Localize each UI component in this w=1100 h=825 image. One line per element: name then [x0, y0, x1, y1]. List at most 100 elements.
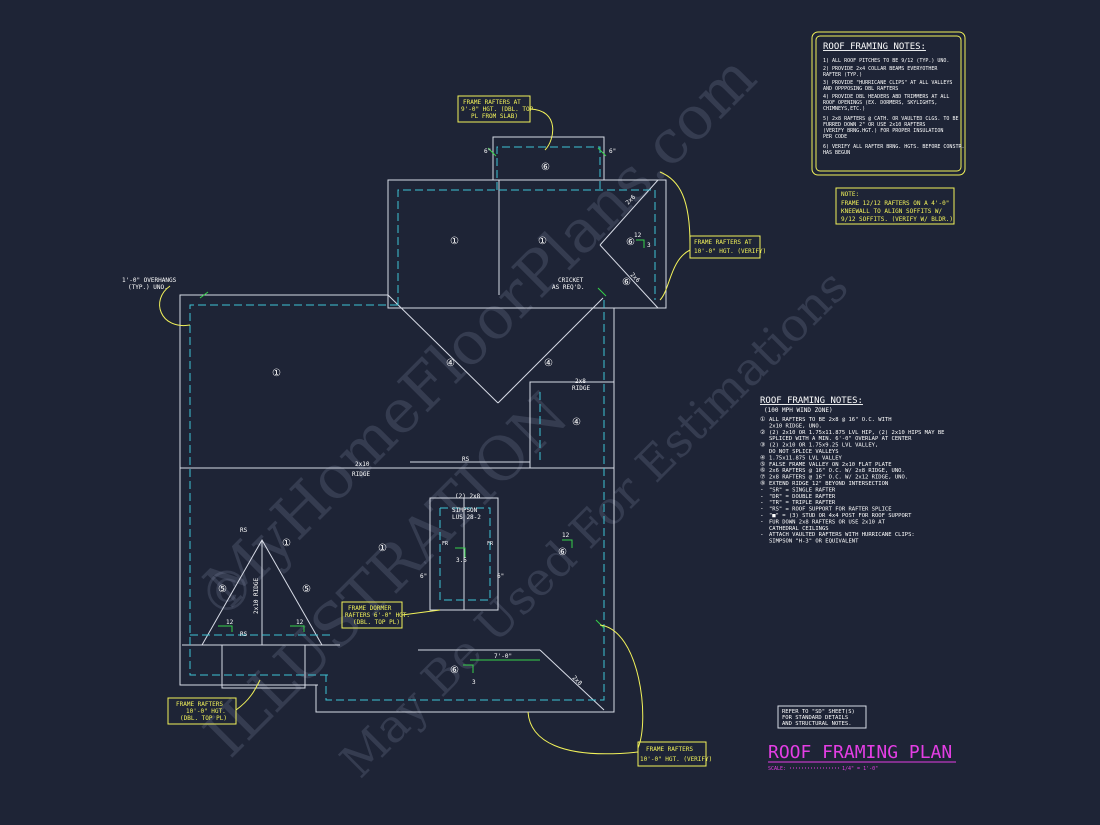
dim-tick-a [487, 147, 497, 157]
callout-left-bottom: FRAME RAFTERS 10'-0" HGT. (DBL. TOP PL) [167, 679, 261, 725]
notes-item: 5) 2x8 RAFTERS @ CATH. OR VAULTED CLGS. … [823, 116, 958, 122]
callout-br-leader-2 [599, 624, 644, 749]
notes-item: 1) ALL ROOF PITCHES TO BE 9/12 (TYP.) UN… [823, 58, 949, 64]
drawing-title: ROOF FRAMING PLAN SCALE: 1/4" = 1'-0" [768, 742, 956, 772]
refer-box-frame [777, 705, 867, 729]
callout-right-line-2: 10'-0" HGT. (VERIFY) [694, 248, 766, 255]
watermark: MyHomeFloorPlans.com ILLUSTRATION May Be… [191, 42, 858, 788]
legend-item-key: ⑤ [760, 461, 765, 468]
callout-top-line-3: PL FROM SLAB) [471, 113, 518, 120]
legend-item-text: (2) 2x10 OR 1.75x11.875 LVL HIP, (2) 2x1… [769, 430, 945, 436]
notes-item: CHIMNEYS,ETC.) [823, 106, 865, 112]
callout-top: FRAME RAFTERS AT 9'-0" HGT. (DBL. TOP PL… [457, 95, 554, 151]
pitch-3-a: 3 [647, 242, 651, 249]
legend-item-text: DO NOT SPLICE VALLEYS [769, 449, 839, 455]
dim-tick-b [597, 147, 607, 157]
legend-item-text: 2x10 RIDGE, UNO. [769, 423, 822, 429]
refer-line-2: FOR STANDARD DETAILS [782, 715, 848, 721]
callout-dormer-line-3: (DBL. TOP PL) [353, 619, 400, 626]
callout-dormer-line-1: FRAME DORMER [348, 605, 392, 612]
tag-4-b: ④ [544, 358, 553, 369]
legend-item-text: (2) 2x10 OR 1.75x9.25 LVL VALLEY, [769, 443, 878, 449]
ridge-2x10-size: 2x10 [355, 461, 370, 468]
pitch-12-d: 12 [562, 532, 570, 539]
legend-item-key: - [760, 486, 764, 493]
gable-ridge-label: 2x10 RIDGE [253, 577, 260, 614]
note-line-1: FRAME 12/12 RAFTERS ON A 4'-0" [841, 200, 949, 207]
callout-lb-line-2: 10'-0" HGT. [186, 708, 226, 715]
notes-item: 6) VERIFY ALL RAFTER BRNG. HGTS. BEFORE … [823, 144, 964, 150]
rs-label-b: RS [240, 527, 248, 534]
pitch-mark-2 [455, 547, 466, 558]
title-text: ROOF FRAMING PLAN [768, 742, 952, 763]
dashed-right [325, 300, 605, 701]
notes-item: HAS BEGUN [823, 150, 850, 156]
pitch-35: 3.5 [456, 557, 467, 564]
notes-item: ROOF OPENINGS (EX. DORMERS, SKYLIGHTS, [823, 100, 937, 106]
legend-item-text: ALL RAFTERS TO BE 2x8 @ 16" O.C. WITH [769, 417, 892, 423]
callout-br-line-2: 10'-0" HGT. (VERIFY) [640, 756, 712, 763]
tag-6-e: ⑥ [450, 665, 459, 676]
dim-6in-a: 6" [484, 148, 491, 155]
notes-box-outer [811, 31, 966, 176]
simpson-line-1: (2) 2x8 [455, 493, 481, 500]
tag-5-b: ⑤ [218, 584, 227, 595]
simpson-line-3: LUS 28-2 [452, 514, 481, 521]
notes-box-items: 1) ALL ROOF PITCHES TO BE 9/12 (TYP.) UN… [823, 58, 964, 156]
callout-right-leader-2 [659, 249, 691, 301]
notes-item: 4) PROVIDE DBL HEADERS ABD TRIMMERS AT A… [823, 94, 949, 100]
note-line-2: KNEEWALL TO ALIGN SOFFITS W/ [841, 208, 943, 215]
overhang-leader [159, 285, 191, 327]
callout-br-box [637, 741, 707, 767]
legend-item-text: "DR" = DOUBLE RAFTER [769, 494, 836, 500]
note-title: NOTE: [841, 191, 859, 198]
tag-6-a: ⑥ [541, 162, 550, 173]
refer-box: REFER TO "SD" SHEET(S) FOR STANDARD DETA… [777, 705, 867, 729]
rs-label-a: RS [462, 456, 470, 463]
legend-item-key: ④ [760, 454, 765, 461]
hip-right-2 [599, 244, 659, 309]
pitch-mark-6 [463, 664, 474, 673]
notes-item: 3) PROVIDE "HURRICANE CLIPS" AT ALL VALL… [823, 80, 952, 86]
dim-6in-c: 6" [420, 573, 427, 580]
tag-1-e: ① [282, 538, 291, 549]
legend-item-text: FALSE FRAME VALLEY ON 2x10 FLAT PLATE [769, 462, 892, 468]
fr-label-a: FR [442, 541, 449, 547]
legend-item-text: "TR" = TRIPLE RAFTER [769, 500, 836, 506]
tag-4-a: ④ [446, 358, 455, 369]
dashed-left [189, 304, 398, 676]
pitch-12-c: 12 [296, 619, 304, 626]
notes-box-inner [815, 35, 962, 172]
legend-item-key: - [760, 531, 764, 538]
legend-item-text: SPLICED WITH A MIN. 6'-0" OVERLAP AT CEN… [769, 436, 912, 442]
pitch-12-b: 12 [226, 619, 234, 626]
dim-tick-e [595, 619, 605, 629]
tag-1-a: ① [450, 236, 459, 247]
legend-item-key: - [760, 512, 764, 519]
legend-title: ROOF FRAMING NOTES: [760, 396, 863, 406]
dim-7ft-label: 7'-0" [494, 653, 512, 660]
tag-6-b: ⑥ [626, 237, 635, 248]
rs-label-c: RS [240, 631, 248, 638]
notes-item: (VERIFY BRNG.HGT.) FOR PROPER INSULATION [823, 128, 943, 134]
legend-item-text: SIMPSON "H-3" OR EQUIVALENT [769, 539, 859, 545]
callout-dormer: FRAME DORMER RAFTERS 6'-0" HGT. (DBL. TO… [341, 601, 441, 629]
scale-value: 1/4" = 1'-0" [842, 766, 878, 772]
callout-lb-line-3: (DBL. TOP PL) [180, 715, 227, 722]
wall-lines-dashed [189, 146, 656, 701]
legend-item-text: FUR DOWN 2x8 RAFTERS OR USE 2x10 AT [769, 519, 886, 525]
tag-1-b: ① [538, 236, 547, 247]
right-ridge-box [529, 381, 615, 469]
notes-item: PER CODE [823, 134, 847, 140]
callout-dormer-leader [401, 609, 441, 616]
ridge-2x8-label: RIDGE [572, 385, 590, 392]
kneewall-note-box: NOTE: FRAME 12/12 RAFTERS ON A 4'-0" KNE… [835, 187, 955, 225]
refer-line-3: AND STRUCTURAL NOTES. [782, 721, 852, 727]
overhangs-line-2: (TYP.) UNO. [128, 284, 168, 291]
legend-item-text: "RS" = ROOF SUPPORT FOR RAFTER SPLICE [769, 507, 892, 513]
legend-item-text: EXTEND RIDGE 12" BEYOND INTERSECTION [769, 481, 888, 487]
gable-porch [221, 645, 306, 689]
callout-top-line-1: FRAME RAFTERS AT [463, 99, 521, 106]
